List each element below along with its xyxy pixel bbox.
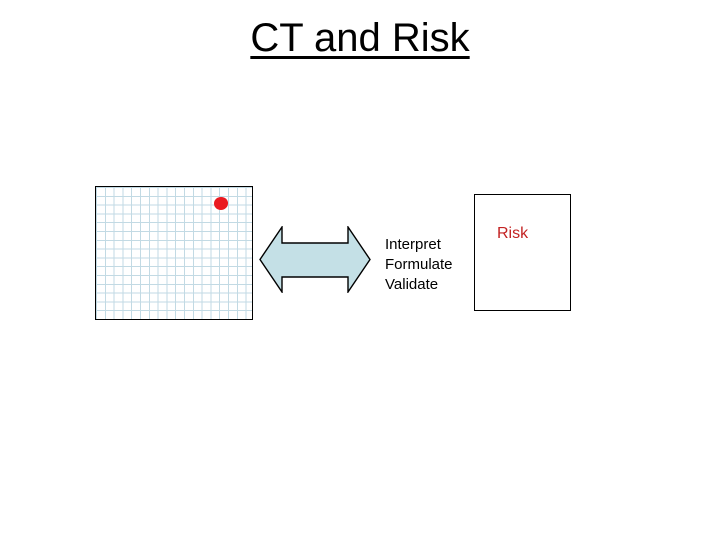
arrow-label-validate: Validate [385,276,439,293]
red-dot-marker-icon [214,197,228,210]
graph-paper-box [95,186,253,320]
double-arrow-icon [259,226,371,293]
slide-title: CT and Risk [250,16,470,60]
risk-label: Risk [497,225,529,242]
arrow-label-formulate: Formulate [385,256,453,273]
risk-box: Risk [474,194,571,311]
arrow-label-interpret: Interpret [385,236,441,253]
arrow-labels: Interpret Formulate Validate [385,235,453,295]
